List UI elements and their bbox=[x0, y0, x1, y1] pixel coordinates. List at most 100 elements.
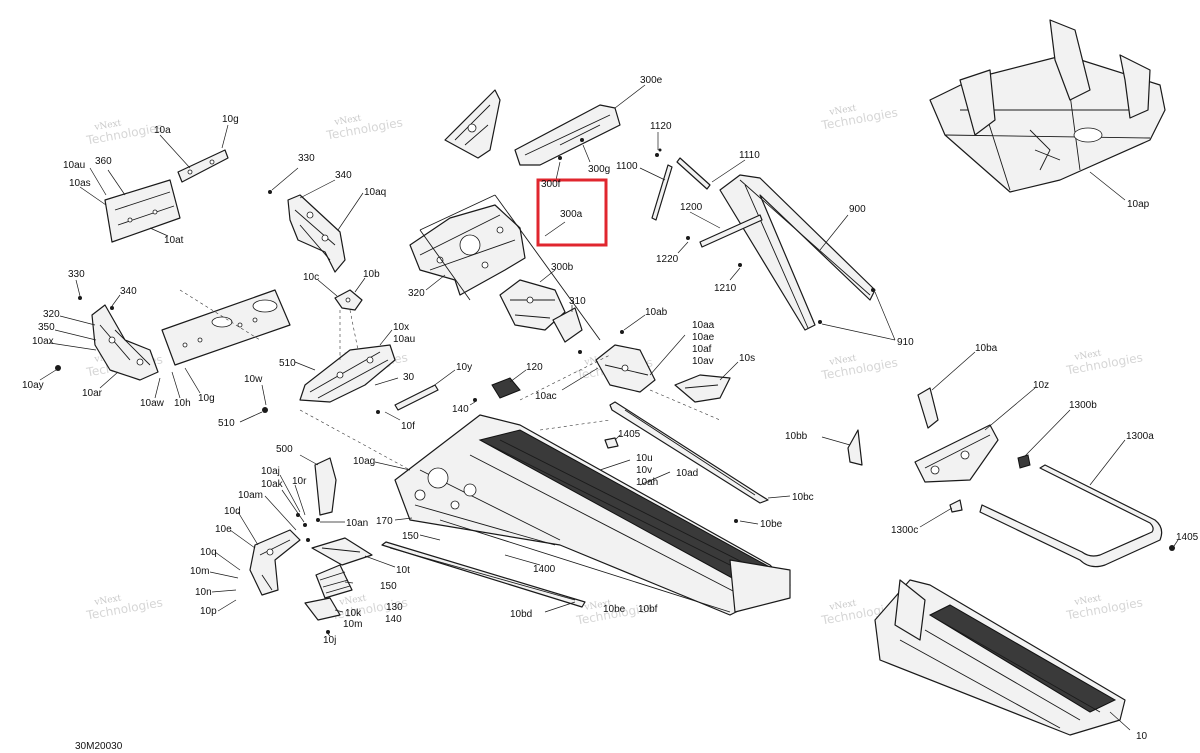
label-340: 340 bbox=[335, 170, 352, 181]
label-10m-bottom: 10m bbox=[343, 619, 362, 630]
label-300g: 300g bbox=[588, 164, 610, 175]
part-1300a-bumper[interactable] bbox=[979, 439, 1163, 568]
label-10bf: 10bf bbox=[638, 604, 658, 615]
watermark: vNext Technologies bbox=[820, 353, 899, 382]
part-10a-bracket[interactable] bbox=[159, 124, 229, 183]
watermark: vNext Technologies bbox=[85, 593, 164, 622]
label-10as: 10as bbox=[69, 178, 91, 189]
watermark: vNext Technologies bbox=[820, 103, 899, 132]
label-350: 350 bbox=[38, 322, 55, 333]
label-10f: 10f bbox=[401, 421, 415, 432]
label-340-left: 340 bbox=[120, 286, 137, 297]
part-10b-bracket[interactable] bbox=[317, 277, 366, 361]
part-1200-strut[interactable] bbox=[677, 211, 763, 281]
part-310-bracket[interactable] bbox=[552, 305, 583, 343]
label-10u: 10u bbox=[636, 453, 653, 464]
part-1300b-clip[interactable] bbox=[1017, 409, 1071, 469]
svg-text:vNext: vNext bbox=[1073, 348, 1103, 363]
label-300b: 300b bbox=[551, 262, 574, 273]
label-320-left: 320 bbox=[43, 309, 60, 320]
label-10be: 10be bbox=[760, 519, 783, 530]
label-30: 30 bbox=[403, 372, 415, 383]
label-10ag: 10ag bbox=[353, 456, 375, 467]
part-1405-b-clip[interactable] bbox=[1169, 539, 1179, 551]
label-10bd: 10bd bbox=[510, 609, 532, 620]
part-side-panel[interactable] bbox=[161, 289, 291, 366]
label-510: 510 bbox=[279, 358, 296, 369]
part-10ar-side-frame[interactable] bbox=[39, 279, 201, 399]
watermark: vNext Technologies bbox=[1065, 348, 1144, 377]
label-10x: 10x bbox=[393, 322, 409, 333]
label-130: 130 bbox=[386, 602, 403, 613]
part-10ba-clip[interactable] bbox=[917, 351, 976, 429]
label-1100: 1100 bbox=[616, 161, 638, 172]
part-10-assembled-tunnel[interactable] bbox=[874, 579, 1131, 736]
label-10an: 10an bbox=[346, 518, 368, 529]
part-1300c-fastener[interactable] bbox=[919, 499, 963, 528]
label-10ar: 10ar bbox=[82, 388, 103, 399]
part-500-bracket[interactable] bbox=[299, 454, 337, 516]
part-triangle-bracket[interactable] bbox=[444, 89, 501, 159]
label-10g: 10g bbox=[222, 114, 239, 125]
label-1120: 1120 bbox=[650, 121, 672, 132]
part-10bc-rail[interactable] bbox=[609, 401, 791, 504]
label-10ab: 10ab bbox=[645, 307, 668, 318]
label-10w: 10w bbox=[244, 374, 263, 385]
part-300e-cross-member[interactable] bbox=[514, 84, 646, 181]
label-1210: 1210 bbox=[714, 283, 737, 294]
centerlines bbox=[179, 289, 721, 471]
watermark: vNext Technologies bbox=[325, 113, 404, 142]
label-330: 330 bbox=[298, 153, 315, 164]
part-10y-link[interactable] bbox=[376, 369, 456, 421]
label-10c: 10c bbox=[303, 272, 319, 283]
part-120-bracket[interactable] bbox=[469, 369, 527, 406]
label-330-left: 330 bbox=[68, 269, 85, 280]
part-10x-mount[interactable] bbox=[239, 329, 399, 423]
part-10at-panel[interactable] bbox=[79, 167, 181, 243]
part-150-grid-plate[interactable] bbox=[315, 564, 354, 599]
part-10ap-frame-assembly[interactable] bbox=[929, 19, 1166, 201]
part-1100-strut[interactable] bbox=[639, 132, 673, 221]
label-510-b: 510 bbox=[218, 418, 235, 429]
part-10s-bracket[interactable] bbox=[674, 361, 739, 403]
label-10r: 10r bbox=[292, 476, 307, 487]
part-10aj-bracket[interactable] bbox=[209, 474, 345, 612]
label-1300c: 1300c bbox=[891, 525, 918, 536]
part-300b-bracket[interactable] bbox=[499, 269, 566, 331]
svg-text:vNext: vNext bbox=[583, 598, 613, 613]
part-10bb-clip[interactable] bbox=[821, 429, 863, 466]
label-1220: 1220 bbox=[656, 254, 679, 265]
part-1110-strut[interactable] bbox=[676, 157, 746, 190]
label-10bc: 10bc bbox=[792, 492, 814, 503]
label-300e: 300e bbox=[640, 75, 663, 86]
label-10av: 10av bbox=[692, 356, 714, 367]
label-1300a: 1300a bbox=[1126, 431, 1154, 442]
label-300f: 300f bbox=[541, 179, 561, 190]
part-10aq-side-bracket[interactable] bbox=[268, 167, 364, 273]
part-1405-clip[interactable] bbox=[539, 419, 621, 449]
svg-text:vNext: vNext bbox=[93, 118, 123, 133]
part-10t-plate[interactable] bbox=[311, 537, 396, 568]
label-10aa: 10aa bbox=[692, 320, 715, 331]
part-10be-bolt[interactable] bbox=[734, 519, 759, 525]
label-10ae: 10ae bbox=[692, 332, 715, 343]
label-10aj: 10aj bbox=[261, 466, 280, 477]
label-10bb: 10bb bbox=[785, 431, 808, 442]
part-10z-plate[interactable] bbox=[914, 387, 1036, 483]
part-1400-slide-rail[interactable] bbox=[381, 541, 586, 613]
part-900-frame-legs[interactable] bbox=[719, 174, 896, 341]
label-10h: 10h bbox=[174, 398, 191, 409]
watermark: vNext Technologies bbox=[85, 118, 164, 147]
part-10k-bracket[interactable] bbox=[304, 597, 344, 637]
part-10-main-tunnel[interactable] bbox=[374, 414, 791, 616]
label-10e: 10e bbox=[215, 524, 232, 535]
label-10ak: 10ak bbox=[261, 479, 284, 490]
label-10ac: 10ac bbox=[535, 391, 557, 402]
label-320: 320 bbox=[408, 288, 425, 299]
label-1300b: 1300b bbox=[1069, 400, 1097, 411]
label-10at: 10at bbox=[164, 235, 184, 246]
part-center-plate[interactable] bbox=[409, 194, 601, 341]
label-360: 360 bbox=[95, 156, 112, 167]
label-10ah: 10ah bbox=[636, 477, 658, 488]
part-10ab-bracket[interactable] bbox=[561, 314, 686, 393]
